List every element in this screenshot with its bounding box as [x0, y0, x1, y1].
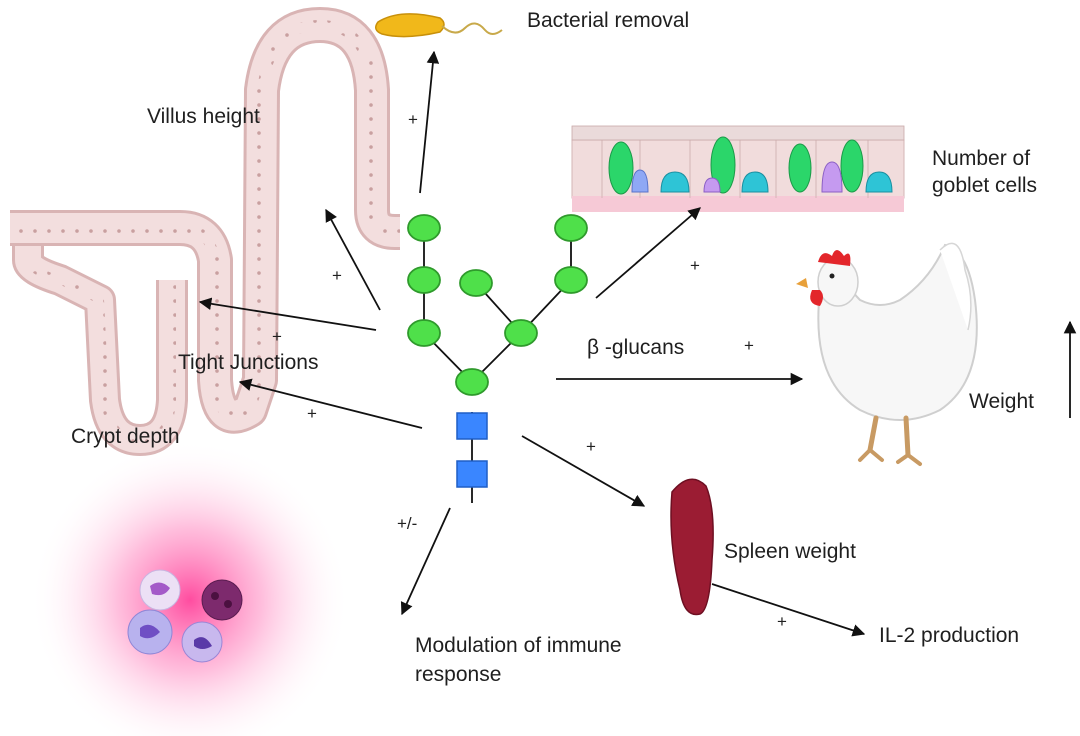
arrow-goblet-cells: [595, 207, 701, 299]
effect-arrows: [198, 50, 1077, 637]
goblet-cells-illustration: [571, 125, 905, 212]
sign-spleen: +: [586, 437, 596, 456]
sign-il2: +: [777, 612, 787, 631]
glucose-unit: [554, 266, 588, 294]
glucose-unit: [407, 319, 441, 347]
label-goblet-line2: goblet cells: [932, 174, 1038, 197]
label-weight: Weight: [969, 390, 1034, 413]
chicken-illustration: [796, 242, 978, 466]
arrow-immune: [400, 507, 451, 616]
glucose-unit: [554, 214, 588, 242]
sign-villus: +: [332, 266, 342, 285]
arrow-spleen: [521, 435, 646, 507]
blue-square-units: [456, 412, 488, 488]
label-villus-height: Villus height: [147, 105, 260, 128]
arrow-bacterial-removal: [419, 50, 440, 194]
square-unit: [456, 412, 488, 440]
beta-glucan-molecule: [423, 228, 572, 503]
glucose-unit: [407, 266, 441, 294]
label-goblet-line1: Number of: [932, 147, 1031, 170]
glucose-unit: [407, 214, 441, 242]
bacterium-icon: [375, 13, 503, 38]
arrow-villus-height: [325, 208, 381, 311]
sign-goblet: +: [690, 256, 700, 275]
label-immune-line2: response: [415, 663, 502, 686]
glucose-unit: [459, 269, 493, 297]
label-beta-glucans: β -glucans: [587, 336, 685, 359]
glucose-unit: [455, 368, 489, 396]
label-crypt-depth: Crypt depth: [71, 425, 180, 448]
square-unit: [456, 460, 488, 488]
immune-cells-illustration: [30, 440, 350, 736]
arrow-il2: [711, 583, 866, 637]
sign-crypt: +: [307, 404, 317, 423]
arrow-tight-junctions: [198, 297, 377, 331]
sign-weight: +: [744, 336, 754, 355]
label-bacterial-removal: Bacterial removal: [527, 9, 690, 32]
label-tight-junctions: Tight Junctions: [178, 351, 319, 374]
intestinal-villus-illustration: [10, 7, 413, 456]
glucose-units: [407, 214, 588, 396]
glucose-unit: [504, 319, 538, 347]
sign-bacterial: +: [408, 110, 418, 129]
label-immune-line1: Modulation of immune: [415, 634, 622, 657]
label-il2-production: IL-2 production: [879, 624, 1020, 647]
label-spleen-weight: Spleen weight: [724, 540, 856, 563]
sign-immune: +/-: [397, 514, 418, 533]
spleen-illustration: [670, 478, 714, 616]
arrow-crypt-depth: [238, 378, 423, 429]
sign-tight: +: [272, 327, 282, 346]
